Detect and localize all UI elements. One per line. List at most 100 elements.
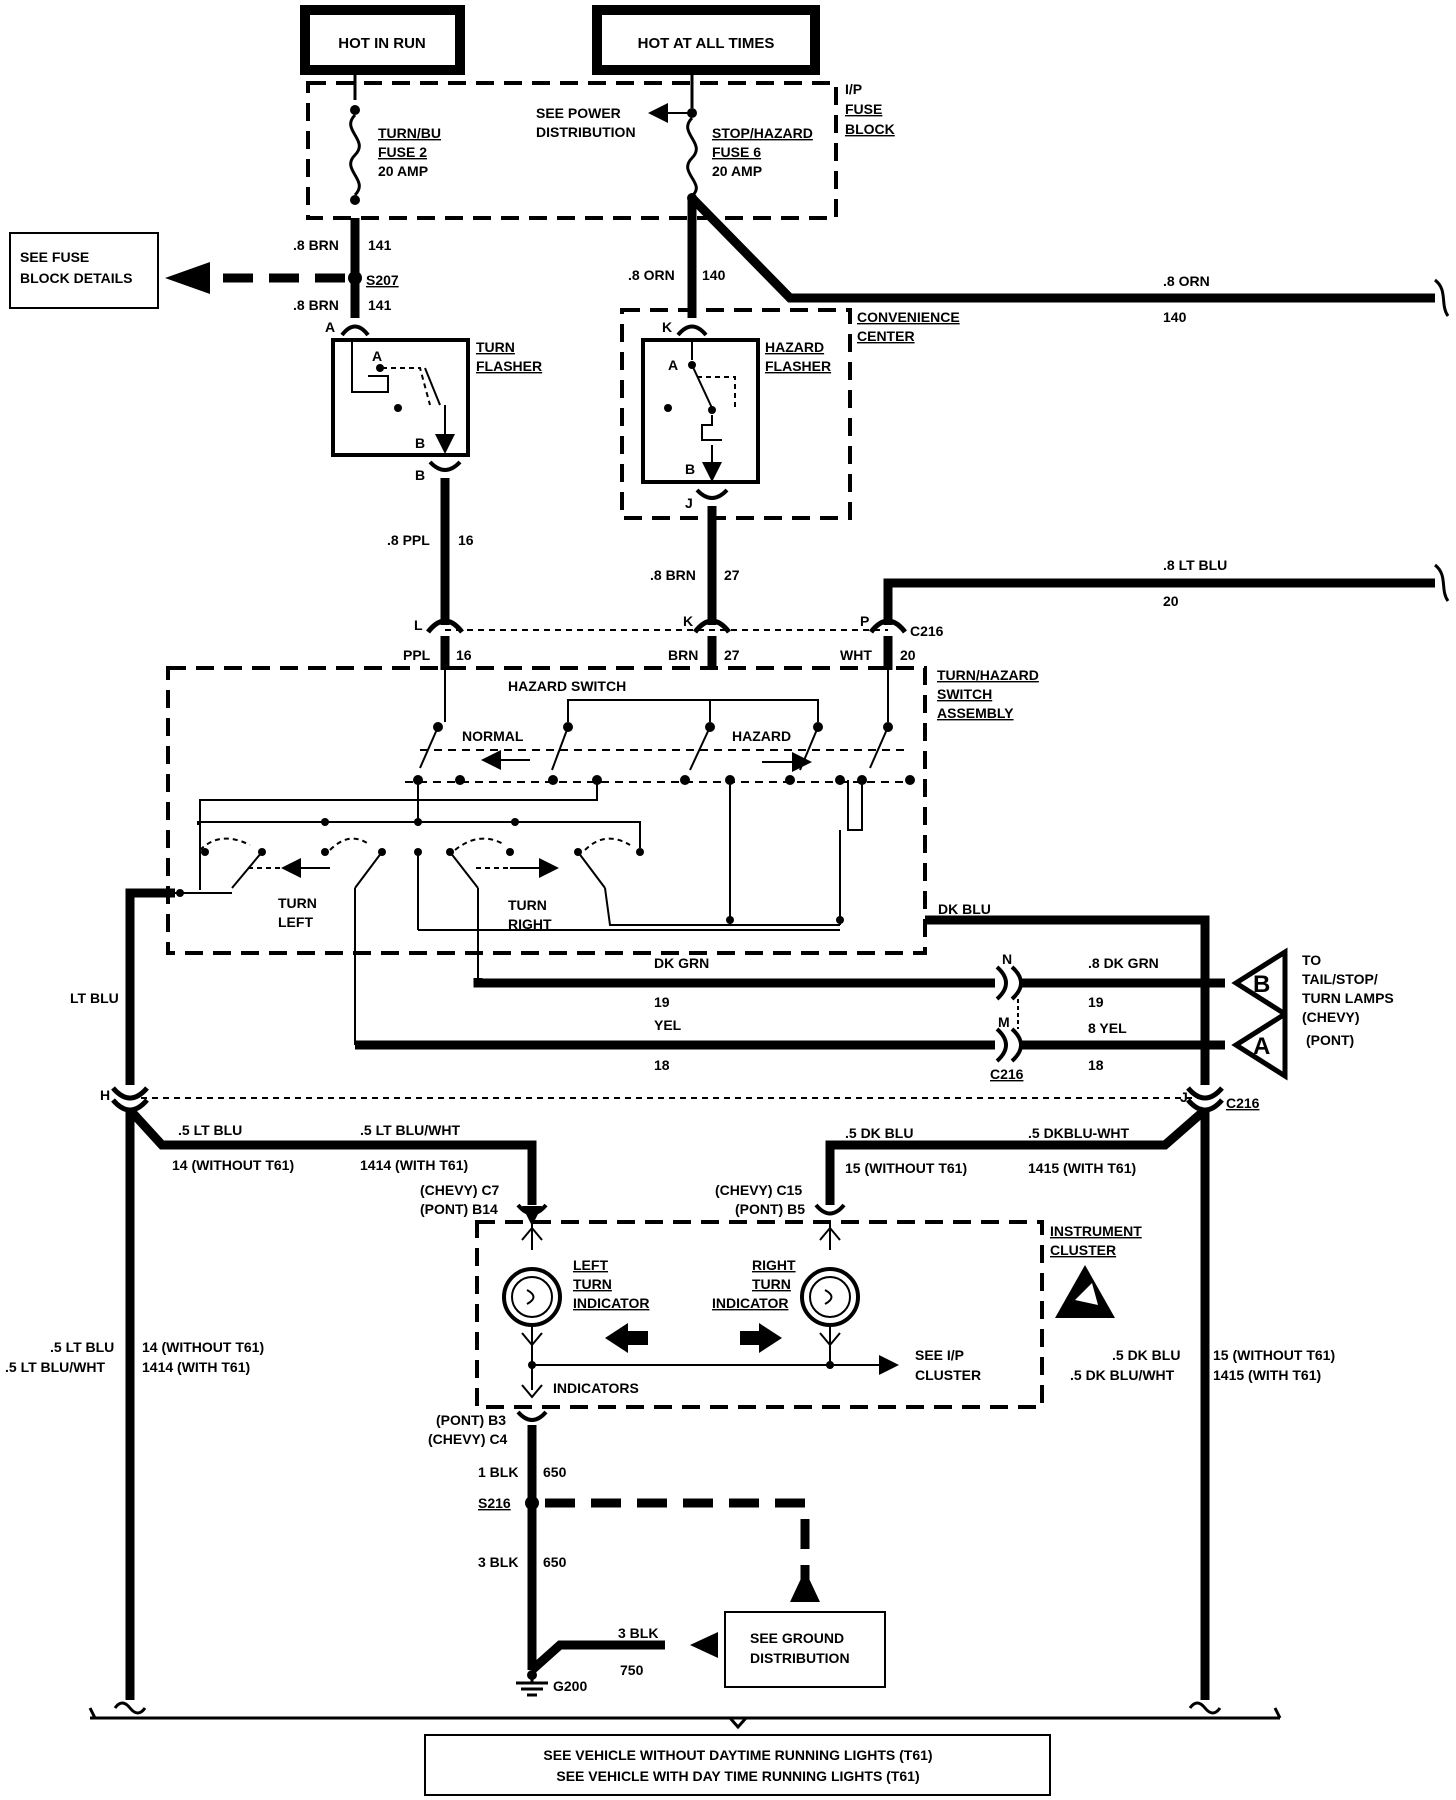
wire-label: .5 DKBLU-WHT [1028, 1125, 1130, 1141]
connector-label: J [1180, 1089, 1188, 1105]
fuse2-label: FUSE 2 [378, 144, 427, 160]
fuse2-label: TURN/BU [378, 125, 441, 141]
fuse6-label: 20 AMP [712, 163, 762, 179]
wire-label: 19 [654, 994, 670, 1010]
wire-label: BRN [668, 647, 698, 663]
wire-label: LT BLU [70, 990, 119, 1006]
fuse-block-label: BLOCK [845, 121, 895, 137]
hazard-flasher [641, 338, 760, 484]
connector-label: J [685, 495, 693, 511]
wire-label: YEL [654, 1017, 682, 1033]
wire-label: 1415 (WITH T61) [1028, 1160, 1136, 1176]
wire-label: 141 [368, 297, 392, 313]
wire-label: .5 DK BLU [845, 1125, 913, 1141]
esd-warning-icon [1055, 1265, 1115, 1318]
wire-label: .8 DK GRN [1088, 955, 1159, 971]
connector-label: K [662, 319, 672, 335]
switch-assembly-label: SWITCH [937, 686, 992, 702]
convenience-label: CONVENIENCE [857, 309, 960, 325]
turn-left-label: TURN [278, 895, 317, 911]
right-indicator-label: INDICATOR [712, 1295, 788, 1311]
connector-label: (PONT) B14 [420, 1201, 498, 1217]
wire-label: 140 [702, 267, 726, 283]
wire-14-1414 [126, 1106, 537, 1205]
connector-label: N [1002, 951, 1012, 967]
hot-at-all-times-label: HOT AT ALL TIMES [638, 35, 775, 52]
wire-label: 18 [1088, 1057, 1104, 1073]
wire-label: 14 (WITHOUT T61) [172, 1157, 294, 1173]
hot-in-run-label: HOT IN RUN [338, 35, 426, 52]
connector-label: A [372, 348, 382, 364]
wire-label: .8 BRN [293, 297, 339, 313]
hazard-flasher-label: HAZARD [765, 339, 824, 355]
lamps-label: TURN LAMPS [1302, 990, 1394, 1006]
instrument-cluster [475, 1220, 1044, 1409]
connector-label: C216 [990, 1066, 1024, 1082]
connector-label: M [998, 1014, 1010, 1030]
turn-hazard-switch-assembly [166, 666, 927, 955]
splice-s216 [525, 1496, 539, 1510]
splice-s207 [348, 271, 362, 285]
wire-label: 1414 (WITH T61) [142, 1359, 250, 1375]
see-ground-label: DISTRIBUTION [750, 1650, 850, 1666]
splice-label: S216 [478, 1495, 511, 1511]
wire-140-branch [688, 194, 1435, 303]
wire-label: .5 DK BLU [1112, 1347, 1180, 1363]
splice-label: S207 [366, 272, 399, 288]
switch-assembly-label: ASSEMBLY [937, 705, 1014, 721]
wire-label: 14 (WITHOUT T61) [142, 1339, 264, 1355]
connector-label: (CHEVY) C15 [715, 1182, 802, 1198]
see-ip-cluster-label: SEE I/P [915, 1347, 964, 1363]
connector-label: K [683, 613, 693, 629]
wire-label: .5 LT BLU/WHT [5, 1359, 106, 1375]
wire-lt-blu [125, 888, 175, 1085]
hazard-switch-label: HAZARD SWITCH [508, 678, 626, 694]
wire-label: 19 [1088, 994, 1104, 1010]
fuse-block-label: FUSE [845, 101, 882, 117]
wire-label: 27 [724, 647, 740, 663]
lamps-label: TO [1302, 952, 1321, 968]
left-indicator-label: INDICATOR [573, 1295, 649, 1311]
wire-label: 3 BLK [478, 1554, 518, 1570]
left-arrow-icon [605, 1323, 648, 1353]
wire-label: 650 [543, 1464, 567, 1480]
wire-label: 20 [900, 647, 916, 663]
lamp-b-label: B [1253, 971, 1270, 998]
instrument-cluster-label: CLUSTER [1050, 1242, 1116, 1258]
wire-label: 16 [456, 647, 472, 663]
turn-flasher-label: TURN [476, 339, 515, 355]
wire-label: 1 BLK [478, 1464, 518, 1480]
wire-label: 18 [654, 1057, 670, 1073]
wire-label: 750 [620, 1662, 644, 1678]
convenience-center [620, 308, 852, 520]
connector-label: B [685, 461, 695, 477]
see-ground-label: SEE GROUND [750, 1630, 844, 1646]
switch-assembly-label: TURN/HAZARD [937, 667, 1039, 683]
hazard-label: HAZARD [732, 728, 791, 744]
turn-right-label: TURN [508, 897, 547, 913]
indicators-label: INDICATORS [553, 1380, 639, 1396]
fuse6-label: STOP/HAZARD [712, 125, 813, 141]
connector-label: (PONT) B3 [436, 1412, 506, 1428]
right-indicator-label: RIGHT [752, 1257, 796, 1273]
wire-label: .5 LT BLU/WHT [360, 1122, 461, 1138]
fuse-6 [686, 116, 698, 198]
footer-line: SEE VEHICLE WITH DAY TIME RUNNING LIGHTS… [556, 1768, 919, 1784]
lamp-a-label: A [1253, 1033, 1270, 1060]
connector-label: A [325, 319, 335, 335]
lamps-label: (CHEVY) [1302, 1009, 1360, 1025]
convenience-label: CENTER [857, 328, 915, 344]
connector-label: A [668, 357, 678, 373]
wire-label: WHT [840, 647, 872, 663]
wire-label: 1415 (WITH T61) [1213, 1367, 1321, 1383]
connector-label: B [415, 467, 425, 483]
connector-label: L [414, 617, 423, 633]
connector-label: C216 [1226, 1095, 1260, 1111]
wire-label: .8 PPL [387, 532, 430, 548]
wire-label: 141 [368, 237, 392, 253]
wire-19 [473, 978, 995, 988]
wire-label: .5 LT BLU [50, 1339, 114, 1355]
wire-label: PPL [403, 647, 431, 663]
wire-label: .8 LT BLU [1163, 557, 1227, 573]
wire-label: 15 (WITHOUT T61) [1213, 1347, 1335, 1363]
